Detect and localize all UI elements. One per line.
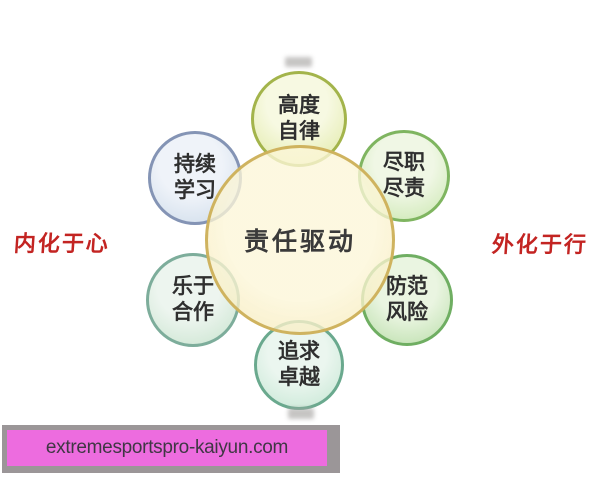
satellite-label-line1: 追求 [278, 340, 320, 364]
satellite-label: 高度 自律 [278, 93, 320, 144]
satellite-label: 追求 卓越 [278, 339, 320, 390]
satellite-label: 防范 风险 [386, 274, 428, 325]
satellite-label-line2: 学习 [174, 179, 216, 202]
satellite-label: 乐于 合作 [172, 274, 214, 325]
center-circle-responsibility-driven: 责任驱动 [205, 145, 395, 335]
satellite-label-line1: 尽职 [383, 151, 425, 175]
satellite-label: 尽职 尽责 [383, 150, 425, 201]
satellite-label-line1: 防范 [386, 275, 428, 299]
side-label-internalize-in-heart: 内化于心 [13, 231, 111, 256]
watermark-banner: extremesportspro-kaiyun.com [2, 425, 340, 473]
satellite-label-line1: 乐于 [172, 275, 214, 299]
satellite-label-line1: 持续 [174, 153, 216, 177]
watermark-smudge-top [285, 57, 312, 67]
side-label-externalize-in-action: 外化于行 [491, 232, 589, 257]
satellite-label: 持续 学习 [174, 152, 216, 203]
satellite-label-line2: 卓越 [278, 366, 320, 389]
satellite-label-line2: 合作 [172, 301, 214, 324]
satellite-label-line2: 尽责 [383, 177, 425, 200]
satellite-label-line2: 自律 [278, 120, 320, 143]
watermark-banner-text: extremesportspro-kaiyun.com [45, 437, 289, 458]
watermark-smudge-bottom [288, 408, 314, 419]
satellite-label-line1: 高度 [278, 94, 320, 118]
center-label: 责任驱动 [243, 228, 356, 256]
satellite-label-line2: 风险 [386, 301, 428, 324]
